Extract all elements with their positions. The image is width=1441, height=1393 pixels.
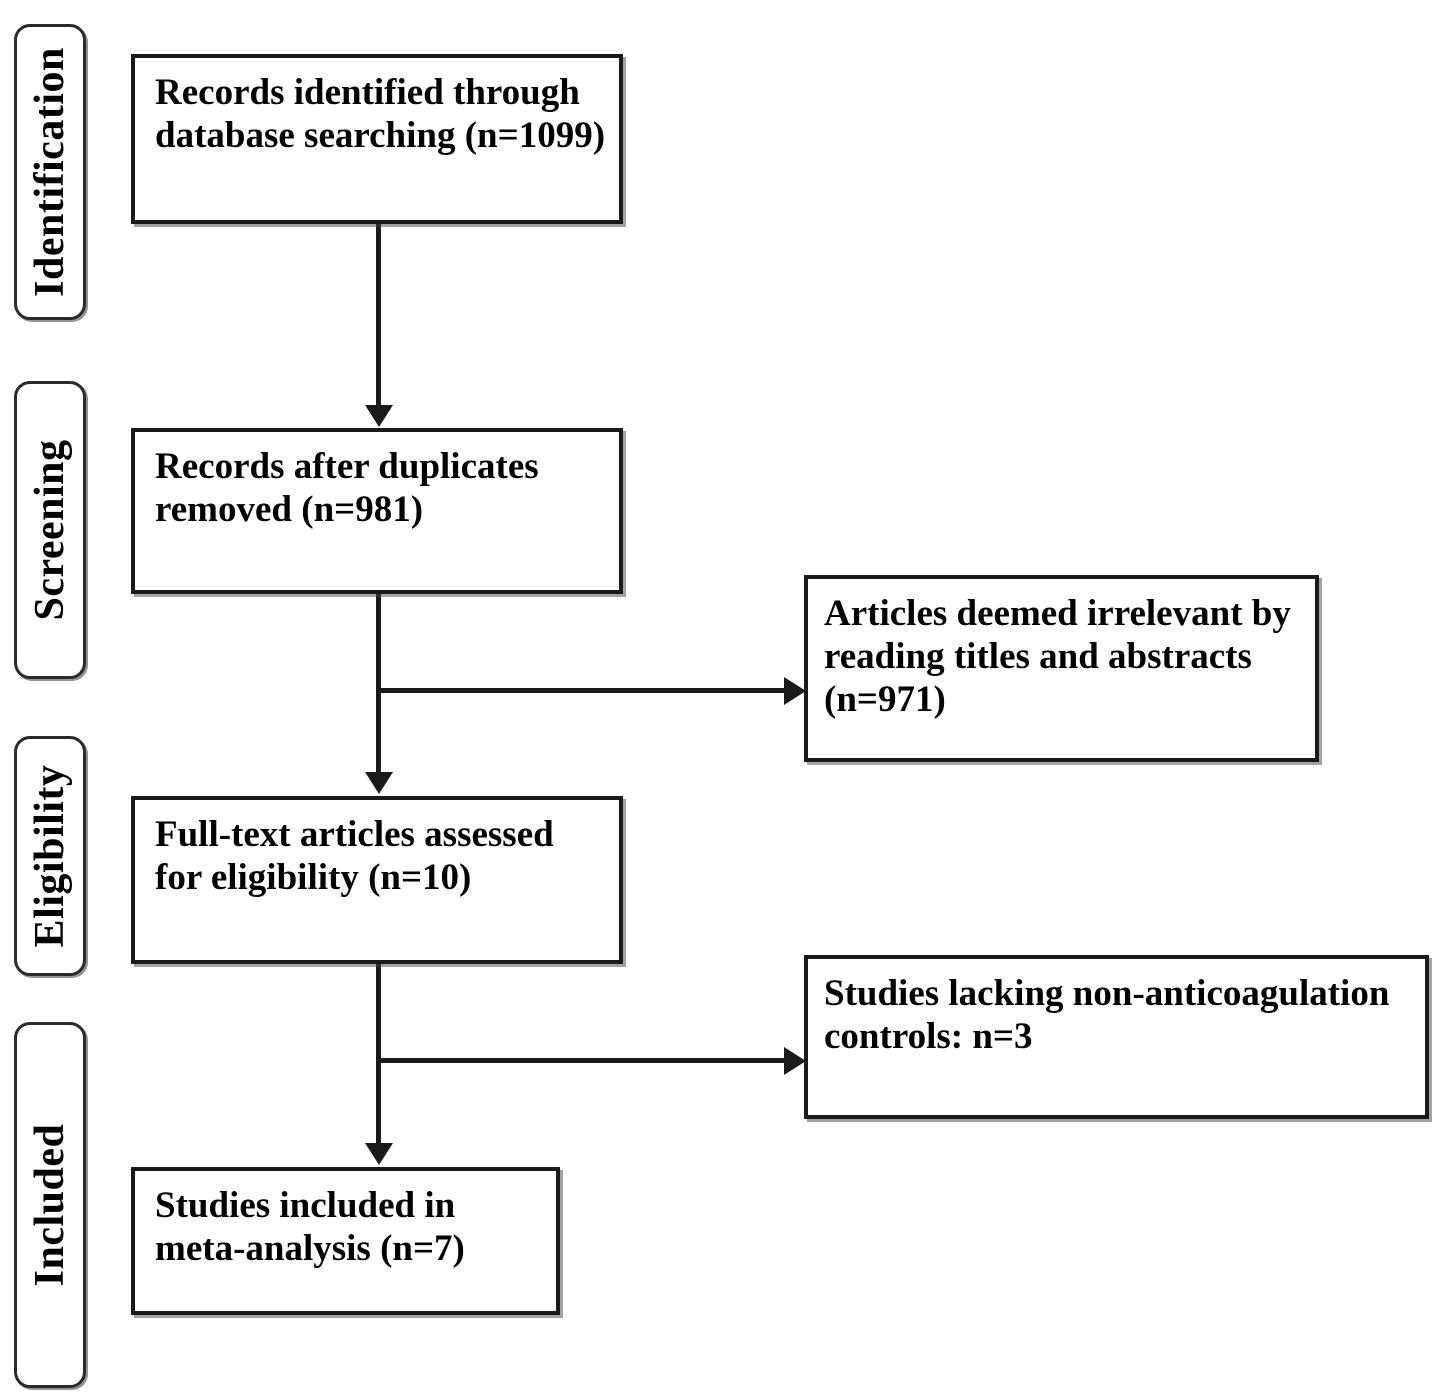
stage-tab-screening: Screening: [14, 381, 86, 679]
stage-tab-eligibility-label: Eligibility: [27, 764, 73, 948]
flow-box-records-after-duplicates: Records after duplicates removed (n=981): [131, 428, 623, 594]
flow-box-records-identified-text: Records identified through database sear…: [155, 72, 606, 156]
exclusion-box-lacking-controls: Studies lacking non-anticoagulation cont…: [804, 955, 1429, 1119]
flow-box-records-after-duplicates-text: Records after duplicates removed (n=981): [155, 446, 539, 530]
connector-identified-to-duplicates-line: [376, 222, 381, 410]
connector-identified-to-duplicates-arrow: [365, 405, 393, 427]
stage-tab-included: Included: [14, 1022, 86, 1388]
exclusion-box-articles-irrelevant: Articles deemed irrelevant by reading ti…: [804, 575, 1319, 762]
flow-box-full-text-assessed-text: Full-text articles assessed for eligibil…: [155, 814, 554, 898]
flow-box-studies-included: Studies included in meta-analysis (n=7): [131, 1167, 560, 1315]
connector-fulltext-to-included-arrow: [365, 1143, 393, 1165]
stage-tab-identification: Identification: [14, 24, 86, 320]
flow-box-full-text-assessed: Full-text articles assessed for eligibil…: [131, 796, 623, 964]
connector-duplicates-to-irrelevant-line: [376, 688, 788, 693]
connector-fulltext-to-lacking-controls-line: [376, 1058, 788, 1063]
stage-tab-screening-label: Screening: [27, 439, 73, 621]
exclusion-box-articles-irrelevant-text: Articles deemed irrelevant by reading ti…: [824, 593, 1291, 720]
exclusion-box-lacking-controls-text: Studies lacking non-anticoagulation cont…: [824, 973, 1390, 1057]
connector-duplicates-branch-line: [376, 592, 381, 782]
stage-tab-identification-label: Identification: [27, 47, 73, 297]
flow-box-studies-included-text: Studies included in meta-analysis (n=7): [155, 1185, 465, 1269]
stage-tab-eligibility: Eligibility: [14, 736, 86, 976]
connector-duplicates-to-irrelevant-arrow: [784, 677, 806, 705]
flow-box-records-identified: Records identified through database sear…: [131, 54, 623, 224]
connector-fulltext-to-lacking-controls-arrow: [784, 1047, 806, 1075]
stage-tab-included-label: Included: [27, 1123, 73, 1287]
connector-duplicates-to-fulltext-arrow: [365, 772, 393, 794]
